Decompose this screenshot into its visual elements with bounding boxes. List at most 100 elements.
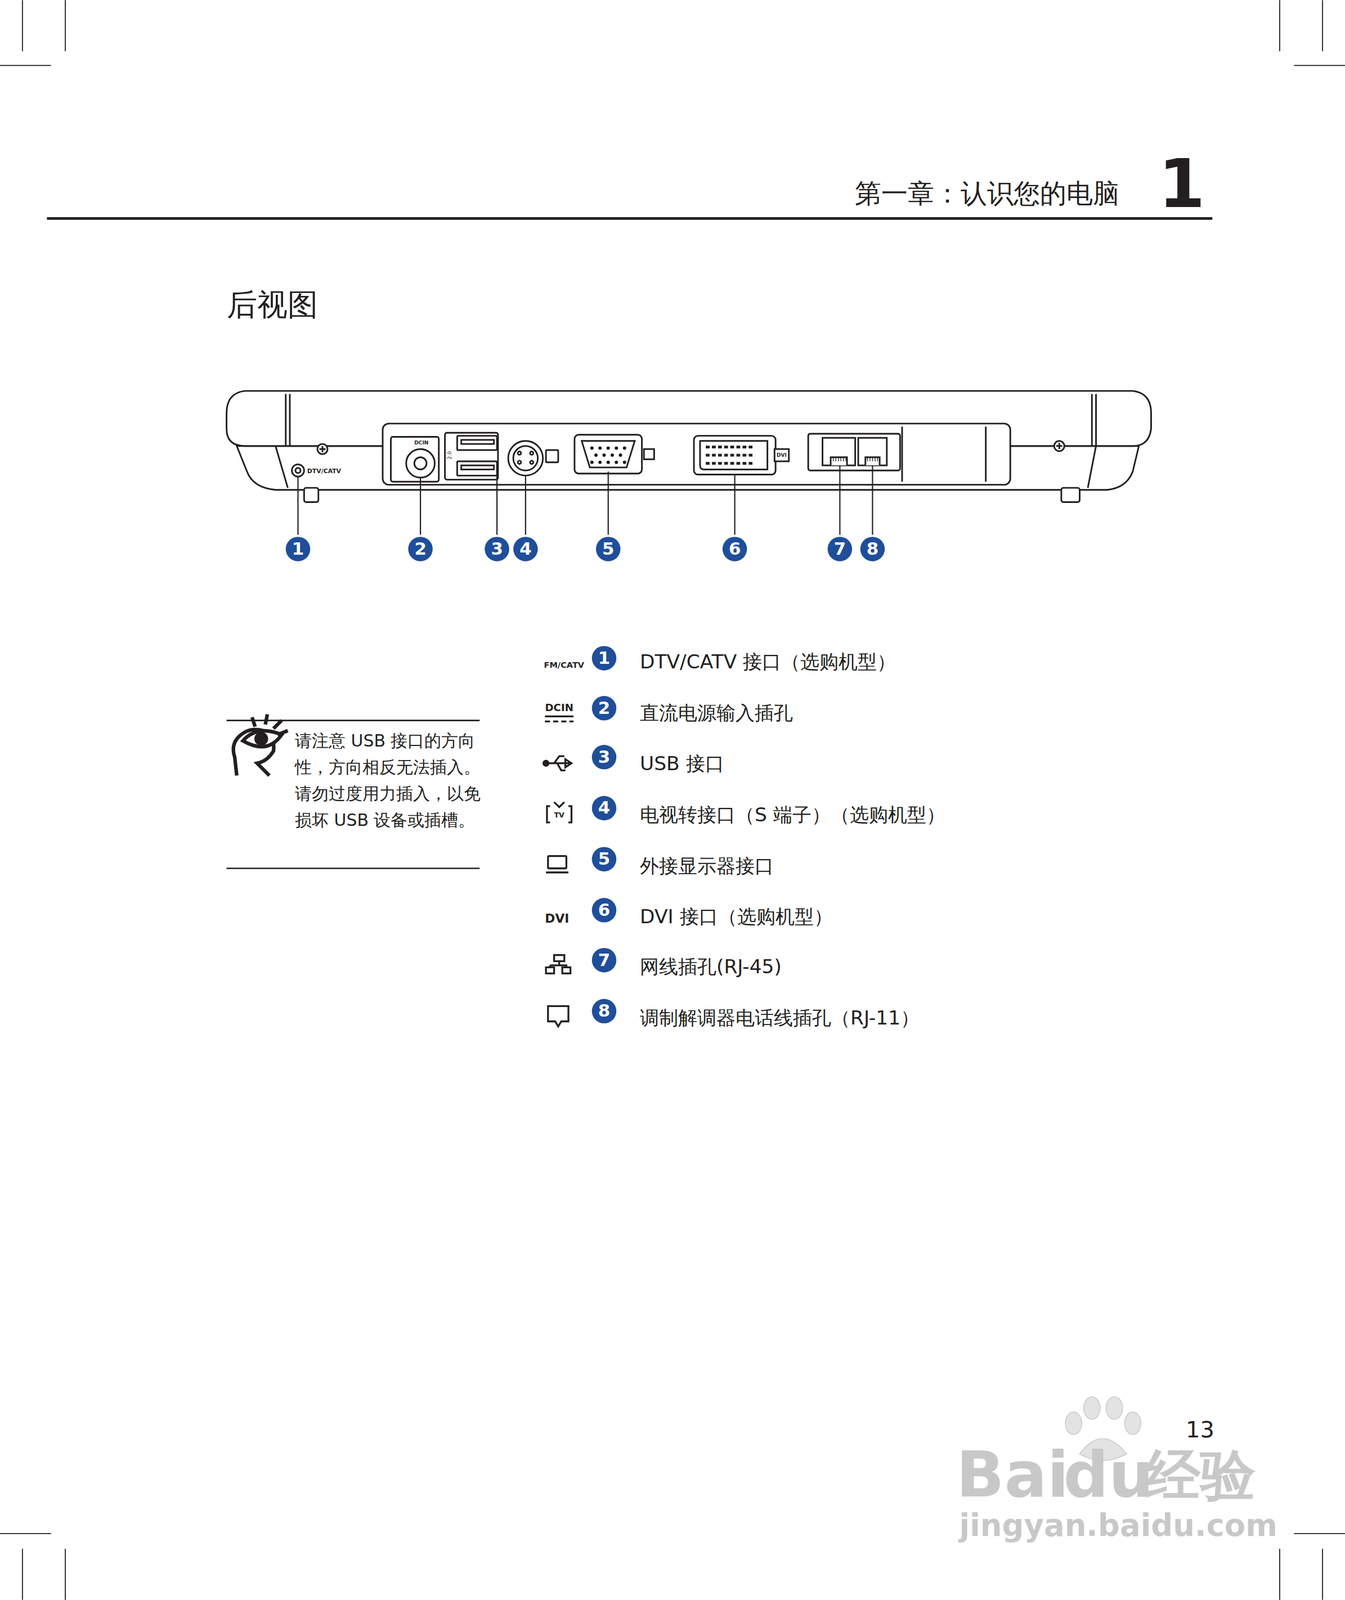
art-stroke [256, 733, 267, 744]
art-stroke [832, 457, 834, 462]
label-text: 经验 [1145, 1444, 1256, 1508]
art-stroke [592, 948, 617, 974]
art-stroke [598, 460, 602, 464]
label-text: DTV/CATV [307, 468, 342, 476]
label-text: 调制解调器电话线插孔（RJ-11） [639, 1007, 920, 1030]
art-stroke [252, 714, 288, 735]
art-stroke [1279, 0, 1281, 52]
art-stroke [718, 446, 722, 449]
art-stroke [545, 450, 559, 463]
art-stroke [742, 454, 746, 457]
art-stroke [1124, 1412, 1141, 1436]
art-stroke [865, 457, 880, 466]
label-text: DCIN [414, 440, 429, 446]
art-stroke [456, 461, 497, 476]
art-stroke [706, 462, 710, 465]
art-stroke [742, 462, 746, 465]
art-stroke [736, 446, 740, 449]
art-stroke [602, 454, 606, 457]
art-stroke [530, 460, 534, 465]
label-text: 2.0 [446, 451, 453, 460]
art-stroke [615, 446, 618, 450]
art-stroke [592, 898, 617, 923]
art-stroke [456, 436, 497, 451]
callout-circles [285, 536, 885, 562]
art-stroke [592, 796, 617, 822]
art-stroke [840, 457, 842, 462]
label-text: DVI [776, 452, 787, 459]
art-stroke [843, 457, 844, 462]
callout-number: 8 [598, 1001, 611, 1021]
art-stroke [317, 444, 328, 455]
art-stroke [867, 457, 868, 462]
art-stroke [581, 441, 635, 468]
art-stroke [872, 457, 873, 462]
art-stroke [303, 487, 318, 502]
art-stroke [21, 1549, 24, 1600]
art-stroke [496, 468, 498, 536]
art-stroke [275, 446, 289, 488]
art-stroke [845, 457, 847, 462]
art-stroke [1293, 1533, 1345, 1535]
art-stroke [543, 760, 549, 766]
art-stroke [706, 446, 710, 449]
label-text: TV [553, 811, 564, 820]
art-stroke [414, 457, 427, 470]
art-stroke [718, 454, 722, 457]
art-stroke [0, 1533, 52, 1535]
callout-number: 2 [414, 539, 427, 559]
art-stroke [619, 454, 622, 457]
art-stroke [1061, 487, 1080, 502]
art-stroke [562, 967, 571, 974]
page-title: 后视图 [226, 287, 318, 324]
art-stroke [594, 454, 598, 457]
art-stroke [461, 465, 495, 470]
art-stroke [622, 446, 626, 450]
art-stroke [595, 536, 621, 562]
art-stroke [406, 449, 436, 478]
callout-number: 1 [292, 539, 304, 559]
art-stroke [724, 446, 728, 449]
callout-number: 1 [598, 648, 611, 668]
art-stroke [592, 999, 617, 1025]
art-stroke [1095, 393, 1097, 446]
art-stroke [592, 646, 617, 671]
art-stroke [606, 446, 610, 450]
art-stroke [730, 454, 734, 457]
callout-number: 6 [598, 900, 611, 921]
callout-number: 3 [598, 747, 611, 768]
label-text: DVI 接口（选购机型） [639, 906, 833, 929]
art-stroke [1321, 0, 1324, 52]
art-stroke [592, 696, 617, 721]
label-text: USB 接口 [639, 752, 725, 776]
art-stroke [774, 449, 789, 462]
art-stroke [742, 446, 746, 449]
art-stroke [554, 955, 565, 962]
art-stroke [822, 437, 856, 466]
art-stroke [590, 460, 594, 464]
laptop-rear [226, 391, 1152, 503]
art-stroke [517, 460, 522, 465]
art-stroke [901, 426, 904, 482]
art-stroke [461, 440, 495, 445]
label-text: 第一章：认识您的电脑 [854, 178, 1120, 209]
art-stroke [607, 471, 609, 535]
art-stroke [615, 460, 618, 464]
art-stroke [724, 454, 728, 457]
art-stroke [712, 446, 716, 449]
art-stroke [284, 393, 287, 446]
art-stroke [484, 536, 510, 562]
callout-number: 5 [598, 849, 611, 869]
callout-number: 2 [598, 698, 611, 719]
art-stroke [513, 446, 538, 472]
art-stroke [736, 454, 740, 457]
art-stroke [545, 967, 555, 974]
label-text: FM/CATV [544, 660, 585, 671]
callout-number: 7 [598, 950, 611, 971]
art-stroke [730, 446, 734, 449]
art-stroke [718, 462, 722, 465]
art-stroke [808, 433, 900, 471]
art-stroke [1083, 1397, 1101, 1420]
art-stroke [1106, 1397, 1123, 1420]
